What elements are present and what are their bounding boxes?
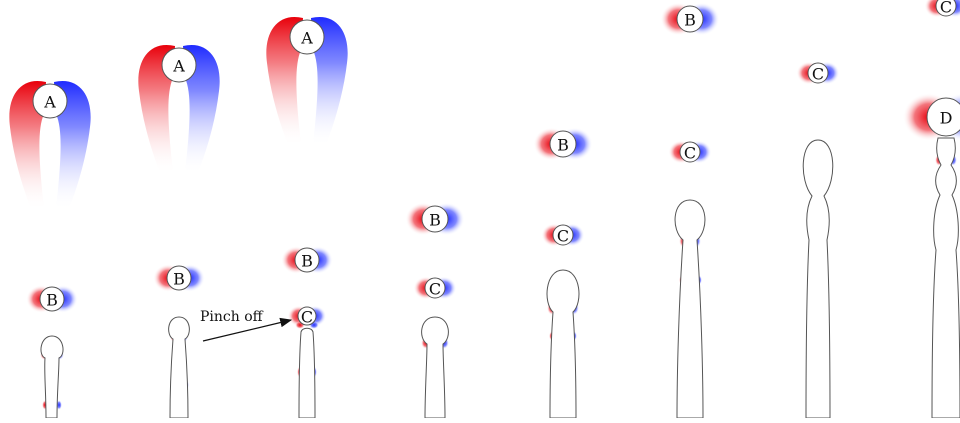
frame-3-bubble-c-label: C xyxy=(301,308,313,327)
frame-6-bubble-b-label: B xyxy=(684,11,696,30)
frame-6-jet xyxy=(675,200,705,418)
pinch-off-label: Pinch off xyxy=(200,309,264,325)
frame-6-bubble-c-label: C xyxy=(684,144,696,163)
frame-2-bubble-b-label: B xyxy=(173,270,185,289)
frame-5-bubble-c-label: C xyxy=(557,227,569,246)
frame-8-bubble-c-label: C xyxy=(940,0,952,17)
frame-1-bubble-a-label: A xyxy=(43,93,56,112)
frame-1-bubble-b-label: B xyxy=(46,291,58,310)
frame-5-jet xyxy=(547,270,579,418)
frame-4-bubble-b-label: B xyxy=(429,211,441,230)
frame-7-jet xyxy=(803,140,833,418)
frame-4-jet xyxy=(422,317,449,418)
frame-7-bubble-c-label: C xyxy=(812,65,824,84)
frame-8-bubble-d-label: D xyxy=(940,109,953,128)
frame-4-bubble-c-label: C xyxy=(429,280,441,299)
frame-8-jet xyxy=(932,138,960,418)
frame-2-jet xyxy=(169,317,190,418)
frame-3-jet xyxy=(299,328,315,418)
frame-2-bubble-a-label: A xyxy=(172,57,185,76)
frame-3-bubble-a-label: A xyxy=(300,29,313,48)
frame-3-bubble-b-label: B xyxy=(301,252,313,271)
frame-5-bubble-b-label: B xyxy=(557,136,569,155)
